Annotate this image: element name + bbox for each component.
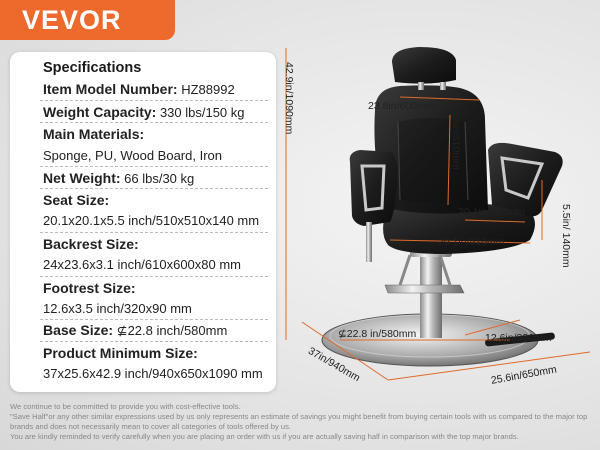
base-size-value: ⊈22.8 inch/580mm [116, 323, 228, 338]
dimension-lines [285, 48, 591, 381]
barber-chair-illustration [285, 47, 591, 381]
disclaimer-line-3: You are kindly reminded to verify carefu… [10, 432, 519, 441]
min-size-value: 37x25.6x42.9 inch/940x650x1090 mm [43, 366, 263, 381]
divider [40, 276, 268, 277]
spec-title: Specifications [43, 60, 142, 76]
footrest-row: Footrest Size: [43, 280, 268, 296]
weight-capacity-row: Weight Capacity: 330 lbs/150 kg [43, 104, 268, 120]
item-model-label: Item Model Number: [43, 81, 178, 97]
materials-label: Main Materials: [43, 126, 145, 142]
materials-value-row: Sponge, PU, Wood Board, Iron [43, 148, 268, 163]
backrest-label: Backrest Size: [43, 236, 139, 252]
seat-size-value: 20.1x20.1x5.5 inch/510x510x140 mm [43, 213, 260, 228]
backrest-value-row: 24x23.6x3.1 inch/610x600x80 mm [43, 257, 268, 272]
divider [40, 232, 268, 233]
divider [40, 341, 268, 342]
divider [40, 188, 268, 189]
dim-seat-depth: 20.1in/510mm [458, 206, 525, 218]
divider [40, 166, 268, 167]
dim-seat-width: 20.1in/510mm [438, 236, 505, 248]
item-model-value: HZ88992 [181, 82, 235, 97]
footrest [384, 284, 465, 294]
seat-size-value-row: 20.1x20.1x5.5 inch/510x510x140 mm [43, 213, 268, 228]
hydraulic-column [420, 250, 442, 338]
dim-backrest-height: 24in/610mm [450, 112, 462, 170]
min-size-row: Product Minimum Size: [43, 345, 268, 361]
dim-backrest-width: 23.6in/600mm [368, 100, 435, 112]
dim-base-diameter: ⊈22.8 in/580mm [338, 328, 417, 340]
backrest-value: 24x23.6x3.1 inch/610x600x80 mm [43, 257, 242, 272]
backrest [374, 85, 488, 214]
seat-size-row: Seat Size: [43, 192, 268, 208]
net-weight-value: 66 lbs/30 kg [124, 171, 195, 186]
disclaimer-line-1: We continue to be committed to provide y… [10, 402, 241, 411]
pump-pedal [485, 332, 555, 347]
min-size-value-row: 37x25.6x42.9 inch/940x650x1090 mm [43, 366, 268, 381]
divider [40, 100, 268, 101]
brand-logo: VEVOR [0, 0, 175, 40]
dim-seat-thickness: 5.5in/ 140mm [560, 204, 572, 268]
disclaimer-footer: We continue to be committed to provide y… [10, 402, 595, 442]
logo-text: VEVOR [22, 4, 122, 35]
divider [40, 122, 268, 123]
weight-capacity-label: Weight Capacity: [43, 104, 157, 120]
weight-capacity-value: 330 lbs/150 kg [159, 105, 245, 120]
divider [40, 319, 268, 320]
seat-cushion [383, 203, 535, 254]
seat-size-label: Seat Size: [43, 192, 110, 208]
headrest [392, 47, 456, 84]
footrest-value: 12.6x3.5 inch/320x90 mm [43, 301, 192, 316]
dim-total-height: 42.9in/1090mm [283, 62, 295, 135]
net-weight-label: Net Weight: [43, 170, 121, 186]
base-size-row: Base Size: ⊈22.8 inch/580mm [43, 322, 268, 339]
backrest-row: Backrest Size: [43, 236, 268, 252]
specifications-card [10, 52, 276, 392]
materials-row: Main Materials: [43, 126, 268, 142]
disclaimer-line-2: "Save Half"or any other similar expressi… [10, 412, 588, 431]
min-size-label: Product Minimum Size: [43, 345, 198, 361]
dim-footrest-width: 12.6in/320mm [485, 332, 552, 344]
item-model-row: Item Model Number: HZ88992 [43, 81, 268, 97]
footrest-label: Footrest Size: [43, 280, 136, 296]
base-size-label: Base Size: [43, 322, 114, 338]
materials-value: Sponge, PU, Wood Board, Iron [43, 148, 222, 163]
net-weight-row: Net Weight: 66 lbs/30 kg [43, 170, 268, 186]
left-armrest [349, 150, 398, 226]
footrest-value-row: 12.6x3.5 inch/320x90 mm [43, 301, 268, 316]
right-armrest [488, 142, 563, 217]
